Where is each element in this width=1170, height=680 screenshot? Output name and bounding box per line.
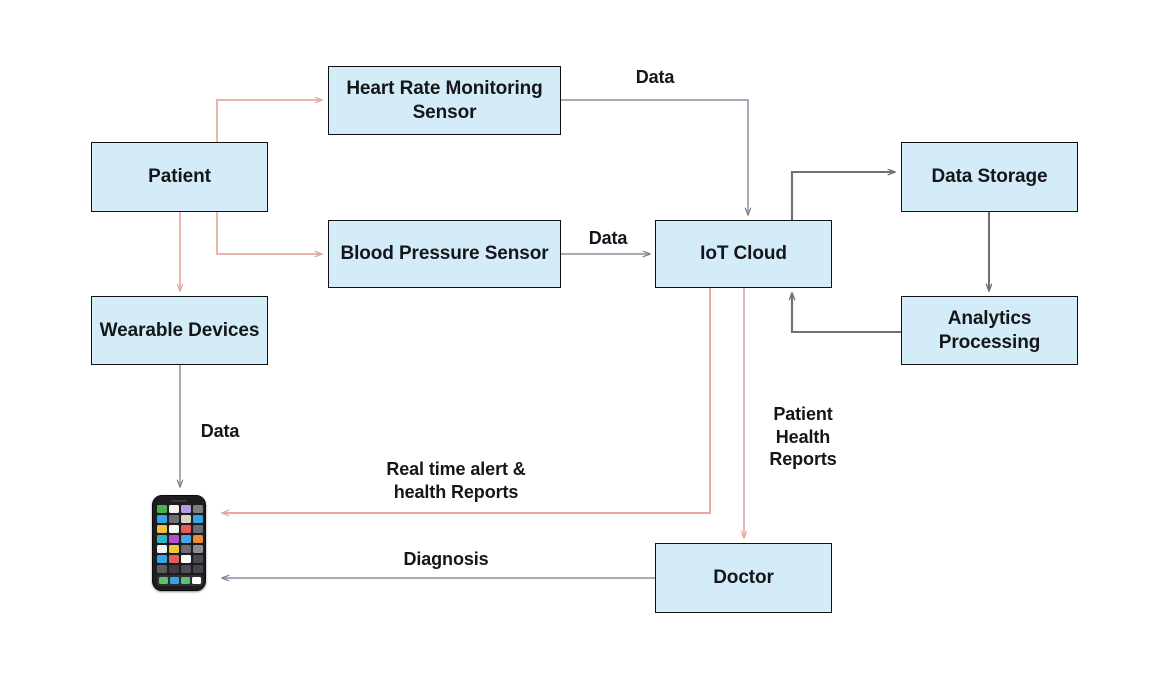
phone-body	[152, 495, 206, 591]
node-blood-pressure-label: Blood Pressure Sensor	[340, 243, 549, 265]
edge-label-patient-health-reports: Patient Health Reports	[769, 404, 837, 469]
phone-app-icon-4	[192, 505, 203, 514]
phone-app-icon-13	[157, 534, 168, 544]
node-doctor[interactable]: Doctor	[655, 543, 832, 613]
edge-label-real-time-alert: Real time alert & health Reports	[386, 459, 526, 502]
node-patient-label: Patient	[148, 166, 211, 188]
node-data-storage-label: Data Storage	[931, 166, 1048, 188]
phone-app-icon-19	[180, 544, 192, 554]
phone-app-icon-11	[180, 524, 192, 534]
edge-label-data-blood-pressure: Data	[588, 228, 628, 248]
phone-dock-icon-2	[169, 576, 180, 585]
phone-app-icon-12	[192, 524, 203, 534]
node-iot-cloud[interactable]: IoT Cloud	[655, 220, 832, 288]
phone-app-icon-3	[180, 505, 192, 514]
edge-patient-to-heart-rate	[216, 100, 322, 142]
node-doctor-label: Doctor	[713, 567, 774, 589]
node-heart-rate-monitoring-sensor[interactable]: Heart Rate Monitoring Sensor	[328, 66, 561, 135]
phone-app-icon-27	[180, 564, 192, 573]
node-iot-cloud-label: IoT Cloud	[700, 243, 787, 265]
edge-iot-cloud-to-data-storage	[790, 172, 895, 220]
smartphone-icon	[152, 495, 206, 591]
phone-app-icon-25	[157, 564, 168, 573]
phone-notch	[171, 499, 187, 502]
phone-app-icon-8	[192, 514, 203, 524]
phone-dock	[157, 575, 203, 586]
node-analytics-label: Analytics Processing	[938, 308, 1041, 353]
phone-app-icon-28	[192, 564, 203, 573]
node-data-storage[interactable]: Data Storage	[901, 142, 1078, 212]
node-wearable-devices[interactable]: Wearable Devices	[91, 296, 268, 365]
phone-app-icon-21	[157, 554, 168, 564]
phone-app-icon-1	[157, 505, 168, 514]
phone-app-icon-22	[168, 554, 180, 564]
edge-label-data-heart-rate: Data	[635, 67, 675, 87]
phone-app-icon-26	[168, 564, 180, 573]
phone-app-icon-15	[180, 534, 192, 544]
phone-dock-icon-4	[191, 576, 202, 585]
edge-label-data-wearable: Data	[200, 421, 240, 441]
phone-app-icon-20	[192, 544, 203, 554]
phone-app-icon-24	[192, 554, 203, 564]
node-analytics-processing[interactable]: Analytics Processing	[901, 296, 1078, 365]
phone-app-icon-18	[168, 544, 180, 554]
phone-dock-icon-3	[180, 576, 191, 585]
phone-app-icon-7	[180, 514, 192, 524]
phone-app-icon-23	[180, 554, 192, 564]
edge-analytics-to-iot-cloud	[792, 293, 901, 334]
phone-app-icon-14	[168, 534, 180, 544]
node-blood-pressure-sensor[interactable]: Blood Pressure Sensor	[328, 220, 561, 288]
phone-app-icon-10	[168, 524, 180, 534]
phone-app-grid	[157, 505, 203, 573]
phone-app-icon-2	[168, 505, 180, 514]
phone-app-icon-17	[157, 544, 168, 554]
phone-app-icon-6	[168, 514, 180, 524]
edge-label-diagnosis: Diagnosis	[403, 549, 489, 569]
phone-dock-icon-1	[158, 576, 169, 585]
phone-app-icon-5	[157, 514, 168, 524]
node-heart-rate-label: Heart Rate Monitoring Sensor	[346, 78, 543, 123]
edge-iot-cloud-to-phone	[222, 288, 711, 513]
node-wearable-label: Wearable Devices	[99, 319, 260, 341]
node-patient[interactable]: Patient	[91, 142, 268, 212]
phone-app-icon-16	[192, 534, 203, 544]
edge-heart-rate-to-iot-cloud	[561, 99, 748, 215]
edge-patient-to-blood-pressure	[216, 212, 322, 254]
phone-app-icon-9	[157, 524, 168, 534]
